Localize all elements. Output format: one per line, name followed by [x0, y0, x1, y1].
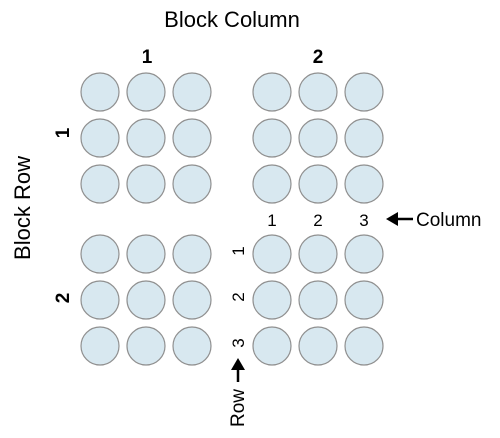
block-r1-c1 [80, 72, 212, 204]
spot-circle [344, 280, 384, 320]
spot-circle [172, 280, 212, 320]
inner-row-label-1: 1 [229, 246, 248, 255]
spot-circle [298, 72, 338, 112]
spot-circle [126, 326, 166, 366]
inner-column-label-3: 3 [359, 211, 368, 230]
block-column-title: Block Column [164, 7, 300, 32]
inner-row-label-2: 2 [229, 292, 248, 301]
spot-circle [126, 118, 166, 158]
block-row-label-1: 1 [53, 127, 74, 138]
spot-circle [80, 72, 120, 112]
column-arrow-icon [386, 212, 413, 226]
spot-circle [252, 280, 292, 320]
spot-circle [298, 326, 338, 366]
block-column-label-2: 2 [313, 47, 324, 68]
spot-circle [80, 326, 120, 366]
spot-circle [298, 234, 338, 274]
spot-circle [344, 234, 384, 274]
inner-row-label-3: 3 [229, 338, 248, 347]
spot-circle [126, 234, 166, 274]
spot-circle [252, 72, 292, 112]
block-column-label-1: 1 [142, 47, 153, 68]
spot-circle [126, 72, 166, 112]
block-r1-c2 [252, 72, 384, 204]
spot-circle [172, 326, 212, 366]
spot-circle [172, 234, 212, 274]
spot-circle [172, 72, 212, 112]
inner-column-label-1: 1 [267, 211, 276, 230]
spot-circle [252, 118, 292, 158]
circle-grids [80, 72, 384, 366]
row-arrow-icon [231, 358, 245, 382]
spot-circle [298, 280, 338, 320]
spot-circle [172, 118, 212, 158]
inner-row-title: Row [228, 389, 249, 427]
spot-circle [298, 164, 338, 204]
spot-circle [344, 118, 384, 158]
spot-circle [344, 72, 384, 112]
inner-column-label-2: 2 [313, 211, 322, 230]
spot-circle [80, 280, 120, 320]
spot-circle [252, 234, 292, 274]
spot-circle [344, 326, 384, 366]
spot-circle [252, 164, 292, 204]
spot-circle [126, 280, 166, 320]
spot-circle [252, 326, 292, 366]
spot-circle [80, 234, 120, 274]
block-r2-c2 [252, 234, 384, 366]
inner-column-title: Column [416, 210, 481, 231]
spot-circle [344, 164, 384, 204]
spot-circle [172, 164, 212, 204]
block-row-title: Block Row [10, 156, 35, 260]
block-row-label-2: 2 [53, 293, 74, 304]
spot-circle [80, 118, 120, 158]
spot-circle [298, 118, 338, 158]
spot-circle [126, 164, 166, 204]
block-r2-c1 [80, 234, 212, 366]
spot-circle [80, 164, 120, 204]
